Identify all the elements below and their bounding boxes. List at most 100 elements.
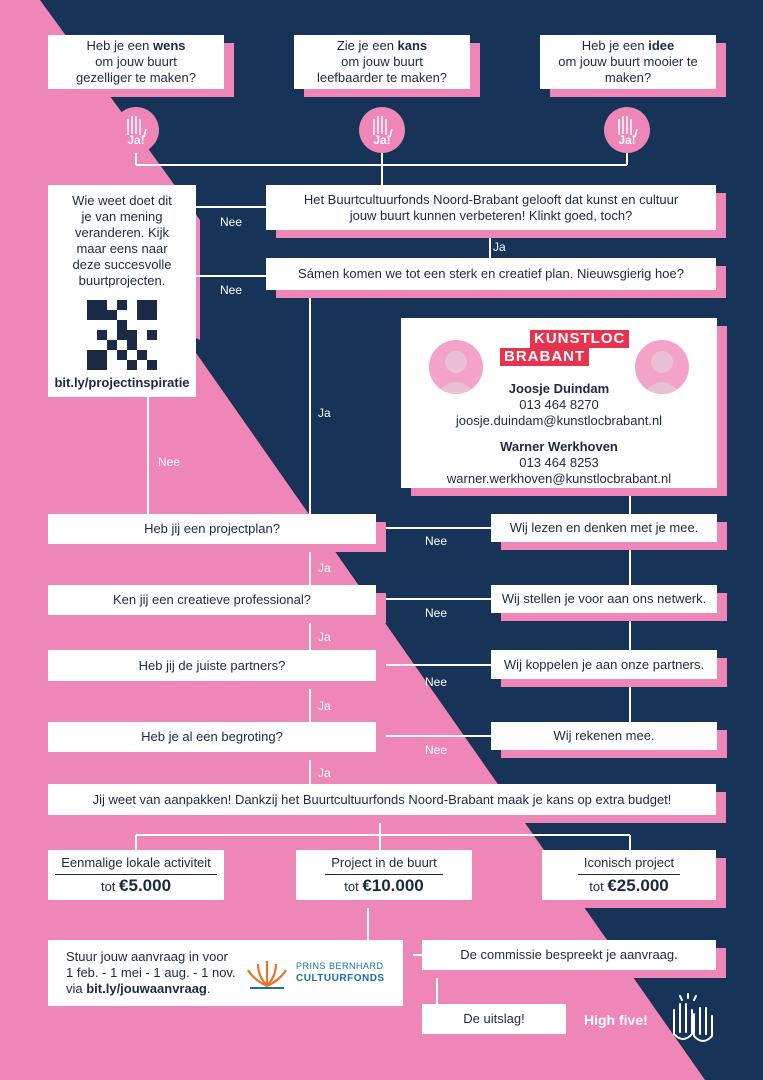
label-nee: Nee [220,215,243,229]
apply-end: . [206,981,211,996]
high-five-icon [127,116,147,138]
question-idee-pre: Heb je een [581,38,649,53]
avatar-joosje [429,340,483,394]
question-wens-post: om jouw buurt gezelliger te maken? [76,54,196,85]
label-ja: Ja [318,766,331,780]
budget-amount: €5.000 [119,876,172,895]
conclusion-text: Jij weet van aanpakken! Dankzij het Buur… [92,791,672,807]
ja-badge-label: Ja! [373,133,391,147]
avatar-person-icon [643,351,681,394]
question-wens-pre: Heb je een [86,38,153,53]
question-idee-box: Heb je een idee om jouw buurt mooier te … [540,35,716,89]
commission-box: De commissie bespreekt je aanvraag. [422,940,716,970]
question-kans-bold: kans [397,38,428,53]
ja-badge-label: Ja! [618,133,636,147]
step-answer-box: Wij stellen je voor aan ons netwerk. [491,585,717,613]
contact-email-joosje[interactable]: joosje.duindam@kunstlocbrabant.nl [455,413,663,428]
label-ja: Ja [318,561,331,575]
label-nee: Nee [425,534,448,548]
step-question-box: Ken jij een creatieve professional? [48,585,376,615]
contact-box: KUNSTLOC BRABANT Joosje Duindam 013 464 … [401,318,717,488]
high-five-icon [618,116,638,138]
belief-text: Het Buurtcultuurfonds Noord-Brabant gelo… [303,191,679,223]
step-answer-box: Wij rekenen mee. [491,722,717,750]
high-five-label: High five! [584,1012,648,1028]
ja-badge-idee: Ja! [604,107,650,153]
step-question-box: Heb jij de juiste partners? [48,650,376,681]
result-box: De uitslag! [422,1004,566,1034]
commission-text: De commissie bespreekt je aanvraag. [460,947,678,962]
budget-prefix: tot [344,879,363,894]
question-wens-bold: wens [152,38,186,53]
step-answer-text: Wij rekenen mee. [553,728,655,743]
question-idee-bold: idee [648,38,675,53]
step-question-text: Ken jij een creatieve professional? [112,592,311,607]
belief-box: Het Buurtcultuurfonds Noord-Brabant gelo… [266,185,716,230]
budget-box-project: Project in de buurt tot €10.000 [296,850,472,900]
question-idee-post: om jouw buurt mooier te maken? [558,54,698,85]
inspiration-link[interactable]: bit.ly/projectinspiratie [54,375,190,390]
label-nee: Nee [158,455,181,469]
kunstloc-logo-top: KUNSTLOC [530,330,630,348]
budget-amount: €25.000 [607,876,669,895]
ja-badge-label: Ja! [127,133,145,147]
step-answer-box: Wij lezen en denken met je mee. [491,514,717,542]
label-ja: Ja [493,240,506,254]
label-nee: Nee [425,606,448,620]
label-ja: Ja [318,630,331,644]
label-ja: Ja [318,699,331,713]
step-question-text: Heb jij de juiste partners? [138,657,286,673]
question-kans-post: om jouw buurt leefbaarder te maken? [316,54,448,85]
fund-logo-top: PRINS BERNHARD [296,961,384,971]
kunstloc-logo-bottom: BRABANT [500,348,590,366]
apply-line1: Stuur jouw aanvraag in voor [66,949,228,964]
step-question-box: Heb je al een begroting? [48,722,376,752]
fund-flower-icon [247,961,287,989]
apply-box: Stuur jouw aanvraag in voor 1 feb. - 1 m… [48,940,403,1006]
contact-name-joosje: Joosje Duindam [508,381,610,396]
contact-name-warner: Warner Werkhoven [500,439,618,454]
step-answer-text: Wij stellen je voor aan ons netwerk. [501,591,707,606]
budget-amount: €10.000 [362,876,424,895]
label-nee: Nee [220,283,243,297]
step-question-text: Heb jij een projectplan? [144,521,280,536]
contact-phone-warner: 013 464 8253 [519,455,599,470]
step-answer-box: Wij koppelen je aan onze partners. [491,650,717,679]
budget-title: Eenmalige lokale activiteit [55,855,217,875]
budget-title: Iconisch project [577,855,681,875]
ja-badge-kans: Ja! [359,107,405,153]
together-box: Sámen komen we tot een sterk en creatief… [266,258,716,290]
qr-code-icon [87,300,157,370]
contact-email-warner[interactable]: warner.werkhoven@kunstlocbrabant.nl [446,471,672,486]
apply-via: via [66,981,87,996]
result-text: De uitslag! [463,1011,525,1026]
contact-phone-joosje: 013 464 8270 [519,397,599,412]
high-five-icon [373,116,393,138]
kunstloc-logo: KUNSTLOC BRABANT [500,330,630,366]
step-question-text: Heb je al een begroting? [141,729,283,744]
step-question-box: Heb jij een projectplan? [48,514,376,544]
question-kans-pre: Zie je een [336,38,398,53]
fund-logo-bottom: CULTUURFONDS [296,973,385,984]
question-kans-box: Zie je een kans om jouw buurt leefbaarde… [294,35,470,89]
label-nee: Nee [425,675,448,689]
budget-box-iconic: Iconisch project tot €25.000 [542,850,716,900]
budget-prefix: tot [100,879,120,894]
budget-box-local: Eenmalige lokale activiteit tot €5.000 [48,850,224,900]
label-nee: Nee [425,743,448,757]
apply-link[interactable]: bit.ly/jouwaanvraag [86,981,207,996]
budget-title: Project in de buurt [325,855,443,875]
ja-badge-wens: Ja! [113,107,159,153]
step-answer-text: Wij koppelen je aan onze partners. [503,656,705,672]
budget-prefix: tot [589,879,608,894]
prins-bernhard-logo: PRINS BERNHARD CULTUURFONDS [244,958,394,992]
inspiration-text: Wie weet doet dit je van mening verander… [72,193,172,288]
step-answer-text: Wij lezen en denken met je mee. [509,520,699,535]
label-ja: Ja [318,406,331,420]
conclusion-box: Jij weet van aanpakken! Dankzij het Buur… [48,784,716,815]
avatar-warner [635,340,689,394]
together-text: Sámen komen we tot een sterk en creatief… [298,266,684,281]
question-wens-box: Heb je een wens om jouw buurt gezelliger… [48,35,224,89]
avatar-person-icon [437,351,475,394]
